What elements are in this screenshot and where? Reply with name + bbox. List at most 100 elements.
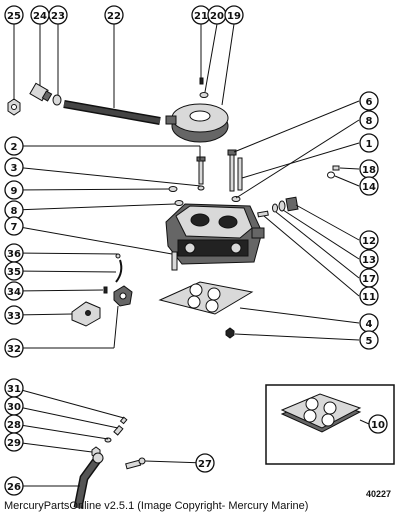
callout-25: 25 bbox=[4, 5, 24, 25]
callout-2: 2 bbox=[4, 136, 24, 156]
part-6-stud bbox=[227, 149, 237, 192]
part-36-clip bbox=[115, 253, 121, 259]
svg-text:8: 8 bbox=[11, 206, 18, 217]
part-17-gasket bbox=[272, 203, 278, 213]
svg-text:21: 21 bbox=[194, 11, 208, 22]
part-9-gasket bbox=[168, 186, 178, 192]
part-3-washer bbox=[197, 185, 205, 191]
svg-text:10: 10 bbox=[371, 420, 385, 431]
part-2-screw bbox=[196, 156, 206, 185]
svg-text:20: 20 bbox=[210, 11, 224, 22]
callout-1: 1 bbox=[359, 133, 379, 153]
callout-27: 27 bbox=[195, 453, 215, 473]
callout-8-left: 8 bbox=[4, 200, 24, 220]
svg-text:5: 5 bbox=[366, 336, 373, 347]
svg-text:23: 23 bbox=[51, 11, 65, 22]
part-14-washer bbox=[327, 171, 335, 179]
part-26-throttle-lever bbox=[73, 452, 104, 509]
svg-text:36: 36 bbox=[7, 249, 21, 260]
svg-text:13: 13 bbox=[362, 255, 376, 266]
callout-20: 20 bbox=[207, 5, 227, 25]
svg-text:19: 19 bbox=[227, 11, 241, 22]
svg-text:24: 24 bbox=[33, 11, 47, 22]
callout-24: 24 bbox=[30, 5, 50, 25]
part-25-nut bbox=[7, 98, 21, 116]
svg-text:25: 25 bbox=[7, 11, 21, 22]
svg-text:27: 27 bbox=[198, 459, 212, 470]
callout-9: 9 bbox=[4, 180, 24, 200]
part-27-ball-stud bbox=[125, 457, 146, 470]
callout-19: 19 bbox=[224, 5, 244, 25]
svg-text:34: 34 bbox=[7, 287, 21, 298]
svg-text:12: 12 bbox=[362, 236, 376, 247]
part-23-clamp bbox=[52, 94, 62, 106]
part-12-inlet-fitting bbox=[285, 196, 299, 212]
part-19-fuel-filter-housing bbox=[165, 103, 229, 143]
svg-text:4: 4 bbox=[366, 319, 373, 330]
callout-34: 34 bbox=[4, 281, 24, 301]
svg-text:33: 33 bbox=[7, 311, 21, 322]
svg-text:8: 8 bbox=[366, 116, 373, 127]
callout-11: 11 bbox=[359, 286, 379, 306]
callout-4: 4 bbox=[359, 313, 379, 333]
svg-text:6: 6 bbox=[366, 97, 373, 108]
part-18-screw bbox=[332, 165, 340, 171]
svg-text:3: 3 bbox=[11, 163, 18, 174]
callout-28: 28 bbox=[4, 414, 24, 434]
part-8-washer bbox=[174, 200, 184, 206]
callout-7: 7 bbox=[4, 216, 24, 236]
callout-30: 30 bbox=[4, 396, 24, 416]
svg-text:35: 35 bbox=[7, 267, 21, 278]
callout-32: 32 bbox=[4, 338, 24, 358]
carburetor-body bbox=[165, 203, 265, 265]
part-24-fitting bbox=[29, 82, 53, 102]
callout-23: 23 bbox=[48, 5, 68, 25]
callout-13: 13 bbox=[359, 249, 379, 269]
svg-text:31: 31 bbox=[7, 384, 21, 395]
svg-text:1: 1 bbox=[366, 139, 373, 150]
callout-35: 35 bbox=[4, 261, 24, 281]
svg-text:26: 26 bbox=[7, 482, 21, 493]
svg-text:18: 18 bbox=[362, 165, 376, 176]
part-33-choke-bracket bbox=[71, 301, 101, 327]
part-35-rod bbox=[115, 259, 123, 283]
part-21-screw bbox=[199, 77, 204, 85]
part-32-choke-housing bbox=[113, 285, 133, 307]
callout-5: 5 bbox=[359, 330, 379, 350]
callout-6: 6 bbox=[359, 91, 379, 111]
callout-14: 14 bbox=[359, 176, 379, 196]
copyright-footer: MercuryPartsOnline v2.5.1 (Image Copyrig… bbox=[4, 500, 309, 512]
part-11-screw bbox=[257, 210, 269, 218]
svg-text:29: 29 bbox=[7, 438, 21, 449]
part-4-gasket bbox=[158, 281, 254, 315]
svg-text:17: 17 bbox=[362, 274, 376, 285]
drawing-number: 40227 bbox=[366, 489, 392, 499]
callout-26: 26 bbox=[4, 476, 24, 496]
part-20-gasket bbox=[199, 92, 209, 98]
part-34-screw bbox=[103, 286, 108, 294]
callout-12: 12 bbox=[359, 230, 379, 250]
callout-10: 10 bbox=[368, 414, 388, 434]
svg-text:9: 9 bbox=[11, 186, 18, 197]
svg-text:32: 32 bbox=[7, 344, 21, 355]
callout-3: 3 bbox=[4, 157, 24, 177]
part-13-washer bbox=[278, 200, 286, 212]
callout-29: 29 bbox=[4, 432, 24, 452]
callout-36: 36 bbox=[4, 243, 24, 263]
svg-text:30: 30 bbox=[7, 402, 21, 413]
part-10-spacer bbox=[280, 393, 362, 433]
svg-text:28: 28 bbox=[7, 420, 21, 431]
part-7-pin bbox=[171, 251, 178, 271]
svg-text:14: 14 bbox=[362, 182, 376, 193]
part-8-washer-right bbox=[231, 196, 241, 202]
svg-text:11: 11 bbox=[362, 292, 376, 303]
callout-21: 21 bbox=[191, 5, 211, 25]
part-30-spring bbox=[113, 424, 124, 436]
svg-text:2: 2 bbox=[11, 142, 18, 153]
callout-17: 17 bbox=[359, 268, 379, 288]
callout-8-right: 8 bbox=[359, 110, 379, 130]
callout-33: 33 bbox=[4, 305, 24, 325]
svg-text:7: 7 bbox=[11, 222, 18, 233]
